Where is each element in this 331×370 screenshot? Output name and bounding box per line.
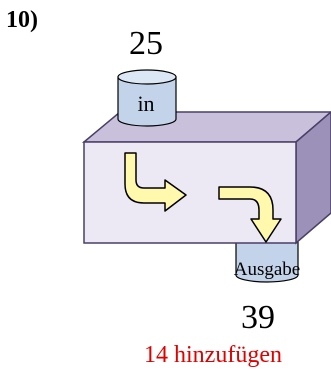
problem-number: 10) — [6, 7, 38, 33]
output-label: Ausgabe — [234, 259, 300, 280]
process-arrow-1 — [124, 152, 187, 212]
process-arrow-2 — [218, 186, 282, 243]
rule-text: 14 hinzufügen — [144, 342, 282, 368]
input-cylinder — [117, 69, 177, 127]
output-value: 39 — [241, 299, 275, 336]
input-value: 25 — [129, 25, 163, 62]
output-cylinder — [235, 231, 299, 283]
input-label: in — [137, 91, 154, 116]
